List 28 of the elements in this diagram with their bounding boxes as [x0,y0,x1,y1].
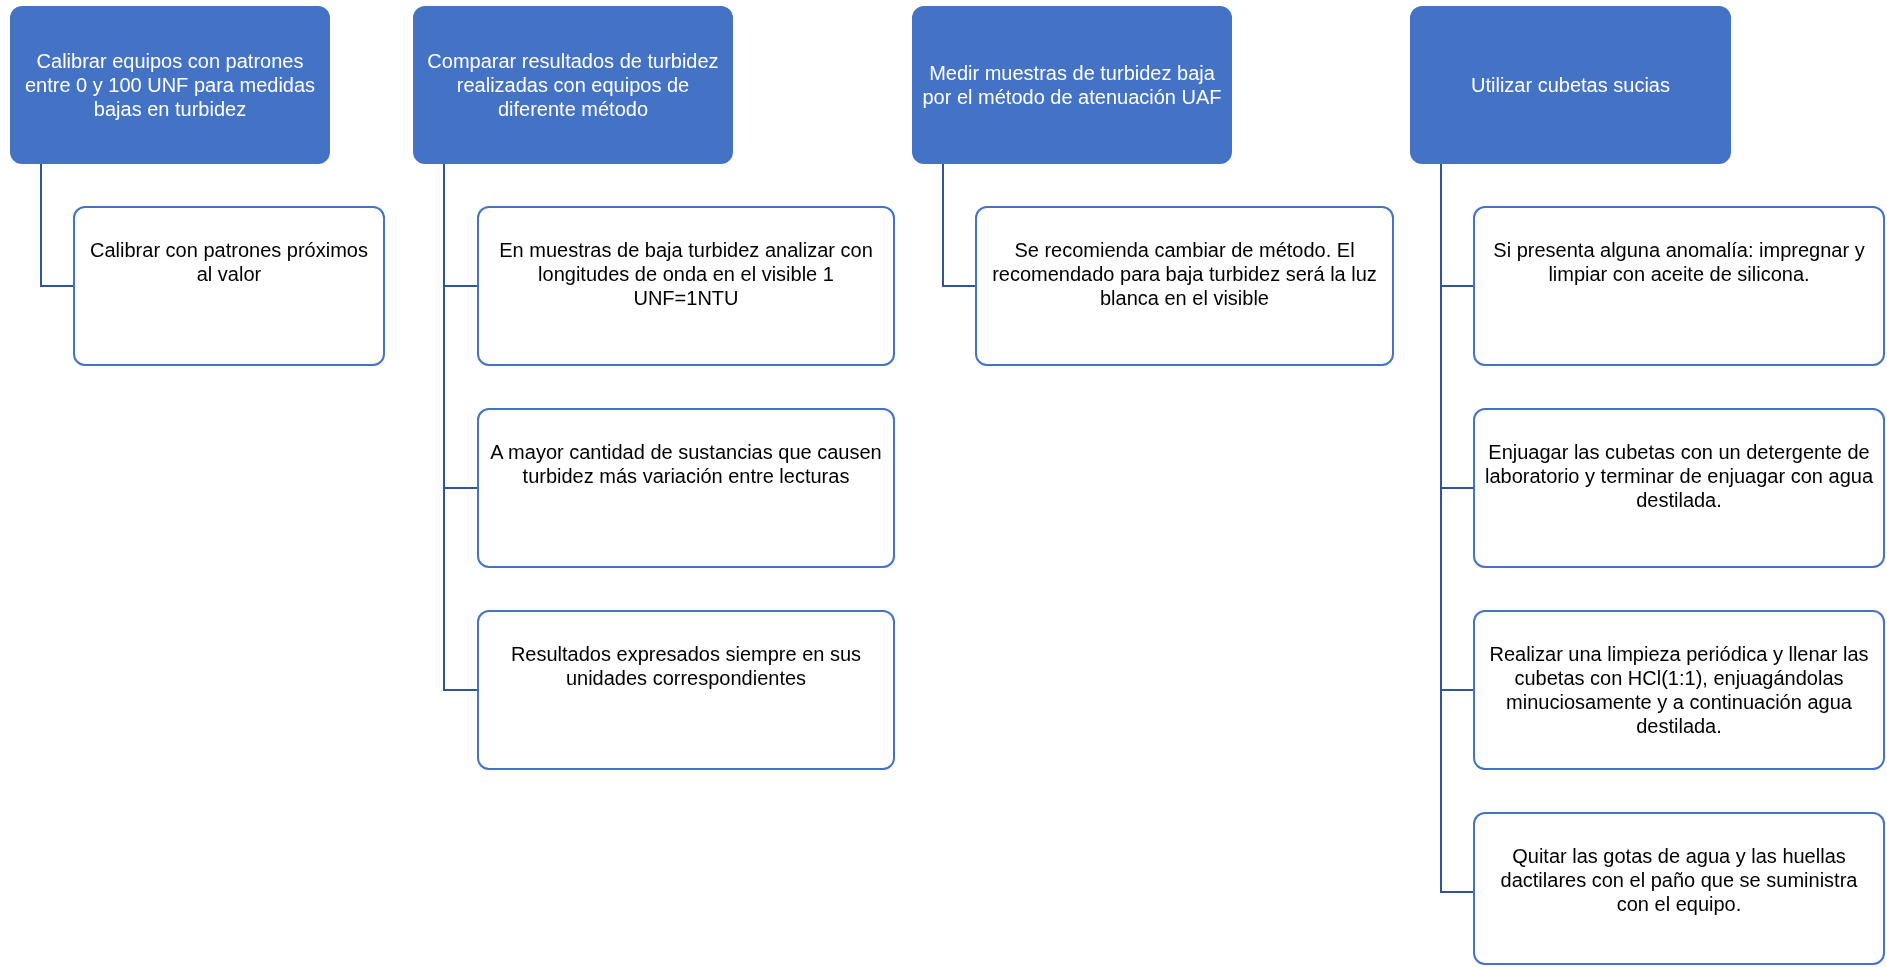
box-text: Utilizar cubetas sucias [1471,73,1670,97]
box-text: Realizar una limpieza periódica y llenar las cubetas con HCl(1:1), enjuagándolas minuciosamente y a continuación agua destilada. [1488,642,1870,738]
step-box [1473,408,1885,568]
box-text: Medir muestras de turbidez baja por el método de atenuación UAF [922,61,1222,109]
box-text: Calibrar con patrones próximos al valor [89,238,369,286]
box-text: Enjuagar las cubetas con un detergente de laboratorio y terminar de enjuagar con agua destilada. [1484,440,1874,512]
step-box [975,206,1394,366]
heading-box [10,6,330,164]
step-box [1473,812,1885,965]
connector-line [942,163,976,287]
step-box [73,206,385,366]
box-text: Calibrar equipos con patrones entre 0 y 100 UNF para medidas bajas en turbidez [23,49,317,121]
heading-box [413,6,733,164]
step-box [477,206,895,366]
step-box [477,408,895,568]
step-box [1473,206,1885,366]
box-text: Quitar las gotas de agua y las huellas dactilares con el paño que se suministra con el equipo. [1499,844,1859,916]
box-text: Si presenta alguna anomalía: impregnar y limpiar con aceite de silicona. [1492,238,1866,286]
box-text: Se recomienda cambiar de método. El recomendado para baja turbidez será la luz blanca en el visible [991,238,1378,310]
box-text: A mayor cantidad de sustancias que causen turbidez más variación entre lecturas [489,440,883,488]
heading-box [1410,6,1731,164]
box-text: Resultados expresados siempre en sus unidades correspondientes [509,642,863,690]
box-text: En muestras de baja turbidez analizar con longitudes de onda en el visible 1 UNF=1NTU [498,238,874,310]
step-box [477,610,895,770]
step-box [1473,610,1885,770]
box-text: Comparar resultados de turbidez realizadas con equipos de diferente método [426,49,720,121]
heading-box [912,6,1232,164]
connector-line [40,163,74,287]
